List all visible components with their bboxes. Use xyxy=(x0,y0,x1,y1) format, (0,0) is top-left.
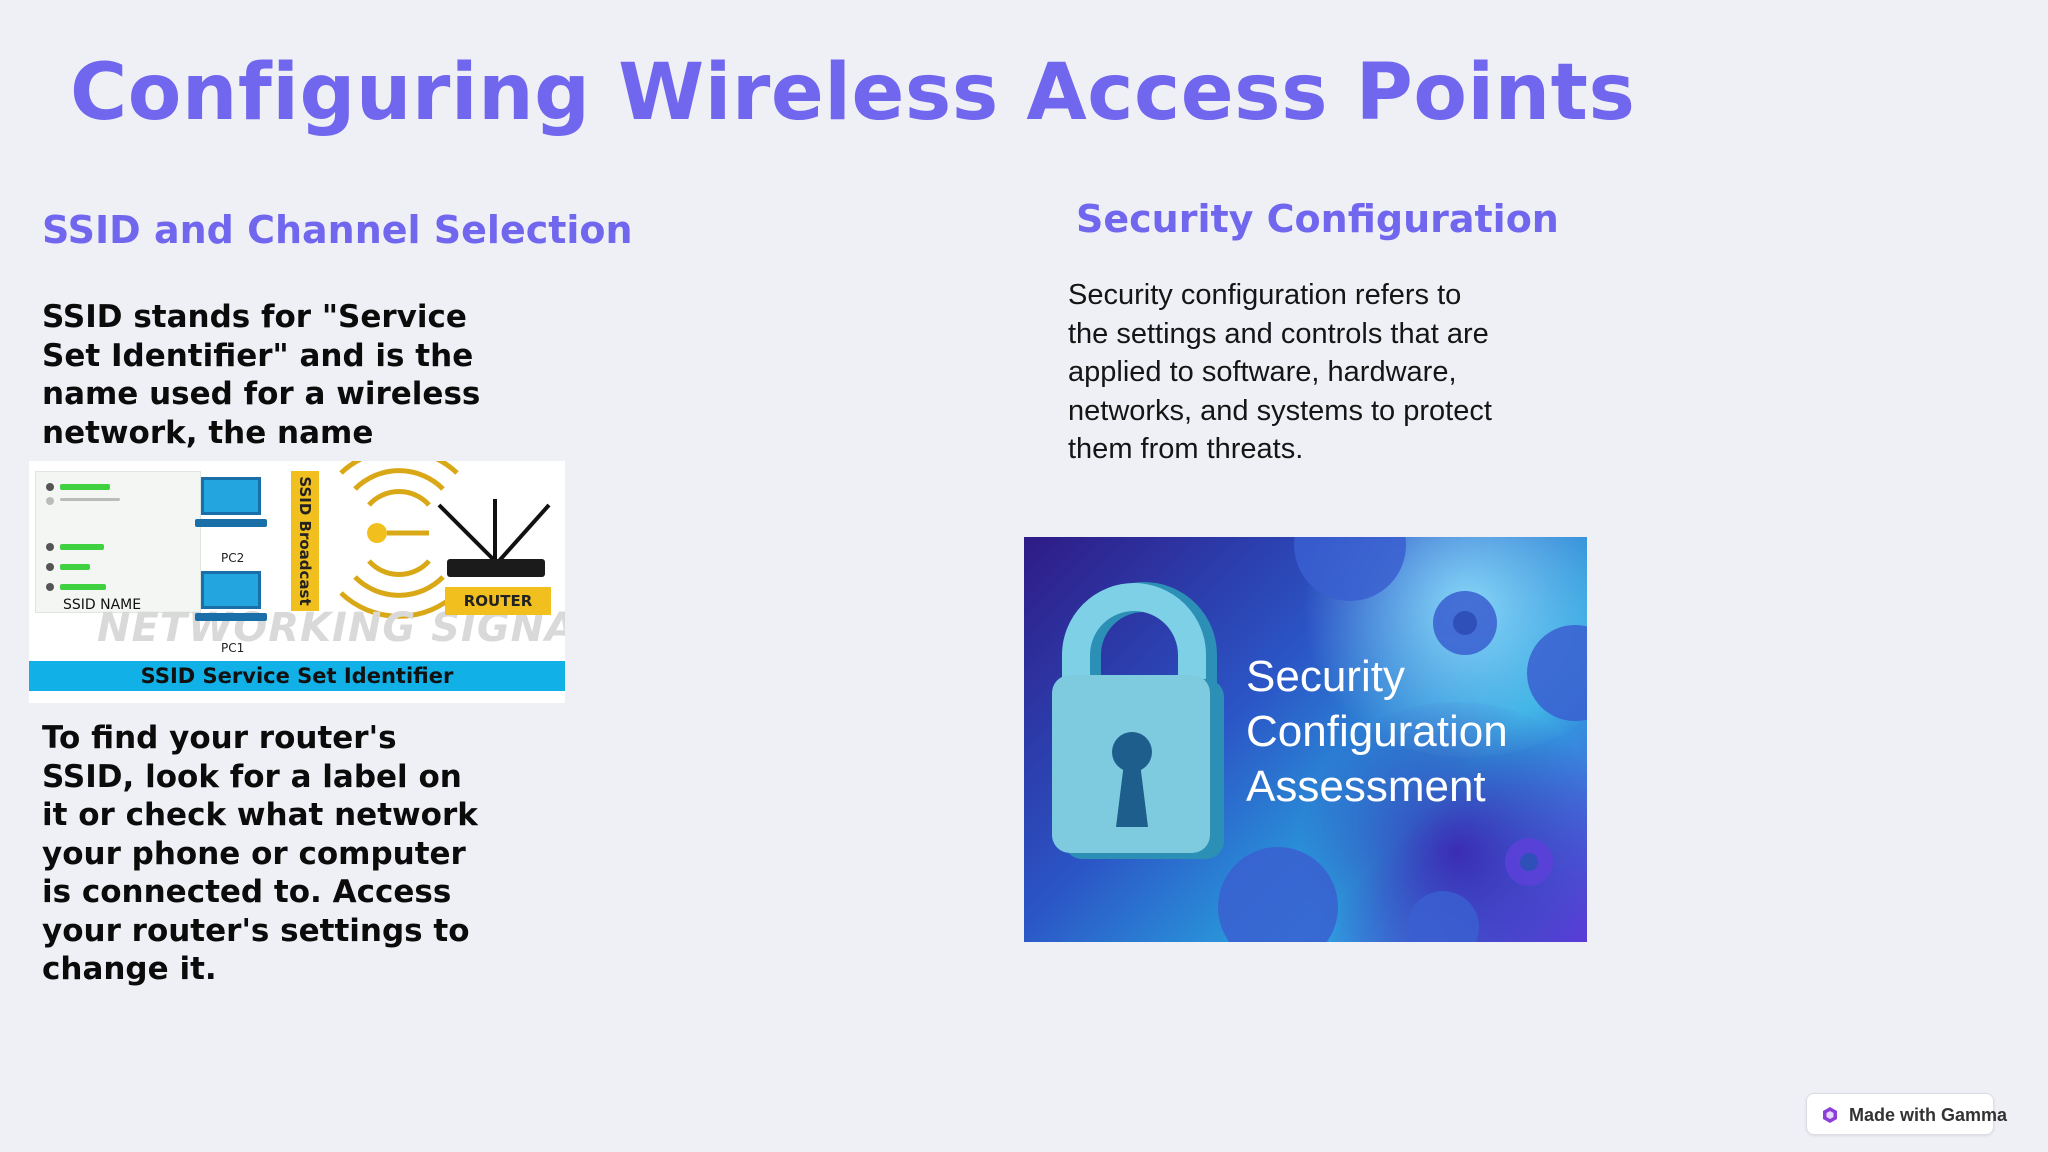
ssid-find-text: To find your router's SSID, look for a l… xyxy=(42,720,478,987)
pc2-label: PC2 xyxy=(221,551,245,565)
ssid-heading: SSID and Channel Selection xyxy=(42,208,633,252)
ssid-broadcast-bar: SSID Broadcast xyxy=(291,471,319,611)
router-icon xyxy=(437,499,551,577)
ssid-intro-text: SSID stands for "Service Set Identifier"… xyxy=(42,299,481,451)
ssid-name-label: SSID NAME xyxy=(63,597,142,613)
security-text: Security configuration refers to the set… xyxy=(1068,279,1492,465)
page-title: Configuring Wireless Access Points xyxy=(70,48,1636,138)
security-image-line2: Configuration xyxy=(1246,707,1508,756)
computer-icon xyxy=(195,477,267,529)
gamma-logo-icon xyxy=(1823,1107,1837,1123)
ssid-broadcast-label: SSID Broadcast xyxy=(296,476,314,606)
gear-icon xyxy=(1218,537,1587,942)
router-label: ROUTER xyxy=(445,587,551,615)
wifi-signal-icon xyxy=(339,461,551,619)
ssid-caption: SSID Service Set Identifier xyxy=(29,661,565,691)
made-with-gamma-badge[interactable]: Made with Gamma xyxy=(1806,1093,2007,1135)
security-heading: Security Configuration xyxy=(1076,197,1559,241)
security-image-line3: Assessment xyxy=(1246,762,1486,811)
security-assessment-image: Security Configuration Assessment xyxy=(1024,537,1587,942)
ssid-diagram-image: SSID NAME NETWORKING SIGNAL PC2 PC1 SSID… xyxy=(29,461,565,703)
wifi-list-panel xyxy=(35,471,201,613)
made-with-gamma-label: Made with Gamma xyxy=(1849,1105,2008,1125)
computer-icon xyxy=(195,571,267,623)
security-image-line1: Security xyxy=(1246,652,1405,701)
lock-icon xyxy=(1052,582,1224,859)
pc1-label: PC1 xyxy=(221,641,245,655)
